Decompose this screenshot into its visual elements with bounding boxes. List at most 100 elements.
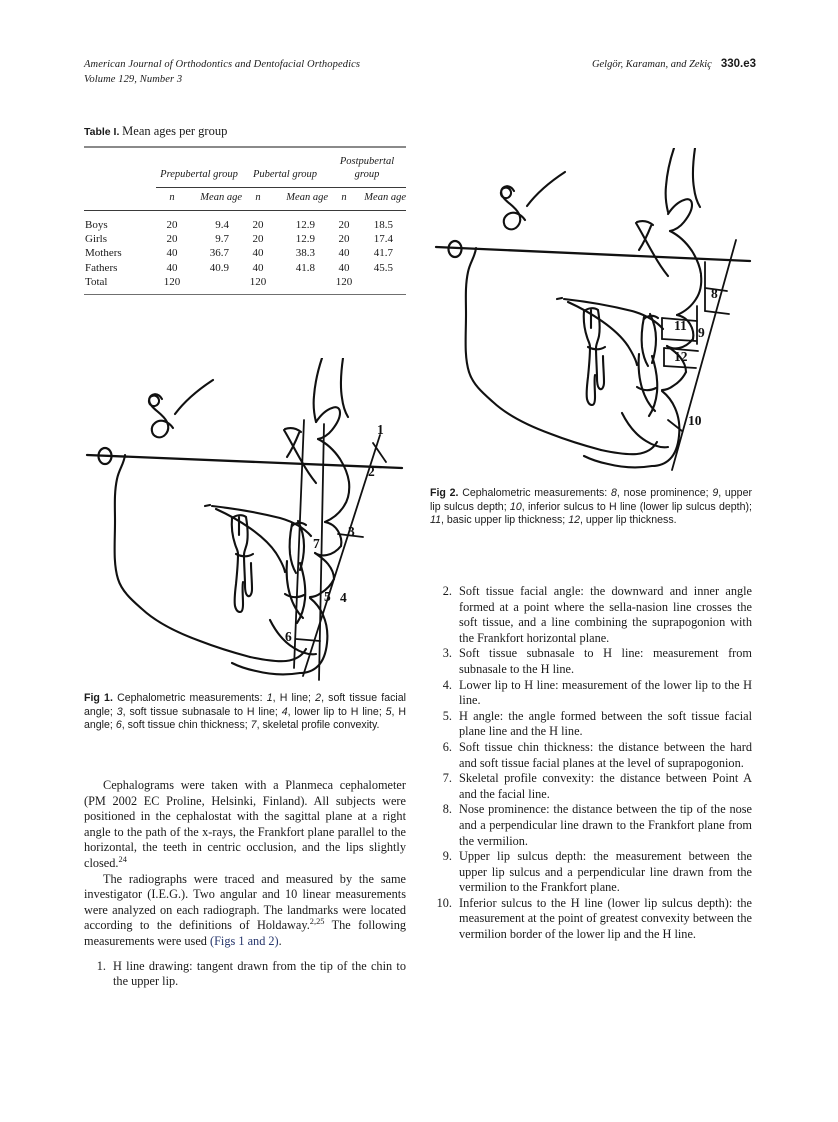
cell: 40.9 <box>209 261 229 274</box>
table-bottom-rule <box>84 289 406 295</box>
list-item-text: Upper lip sulcus depth: the measurement … <box>459 849 752 895</box>
fig1-marker-7: 7 <box>313 536 320 551</box>
subheader-meanage-1: Mean age <box>200 192 242 203</box>
figure-2-image: 8 9 10 11 12 <box>424 148 764 478</box>
table-subheader-row: n Mean age n Mean age n Mean age <box>84 188 406 208</box>
list-item-number: 4. <box>442 677 452 692</box>
table-spacer <box>84 210 406 218</box>
figure-2-label: Fig 2. <box>430 487 459 499</box>
fig1-marker-4: 4 <box>340 590 347 605</box>
fig2-marker-8: 8 <box>711 286 718 301</box>
fig1-marker-1: 1 <box>377 422 384 437</box>
list-item-text: H angle: the angle formed between the so… <box>459 708 752 739</box>
row-label: Girls <box>85 232 107 245</box>
figure-cross-reference-link[interactable]: (Figs 1 and 2) <box>210 933 279 948</box>
running-head-author-block: Gelgör, Karaman, and Zekiç 330.e3 <box>592 58 756 70</box>
list-item-number: 9. <box>442 849 452 864</box>
table-block: Table I. Mean ages per group Prepubertal… <box>84 124 406 295</box>
subheader-meanage-2: Mean age <box>286 192 328 203</box>
list-item: 10. Inferior sulcus to the H line (lower… <box>430 896 752 943</box>
cell: 9.4 <box>215 218 229 231</box>
list-item-number: 10. <box>436 895 452 910</box>
paragraph-radiographs-end: . <box>278 933 282 948</box>
cell: 40 <box>166 247 178 260</box>
table-label: Table I. <box>84 126 120 138</box>
list-item-text: Nose prominence: the distance between th… <box>459 802 752 848</box>
list-item-text: Skeletal profile convexity: the distance… <box>459 771 752 801</box>
cell: 36.7 <box>209 247 229 260</box>
list-item: 6. Soft tissue chin thickness: the dista… <box>430 740 752 771</box>
citation-24: 24 <box>118 854 127 864</box>
cell: 120 <box>163 276 181 289</box>
subheader-meanage-3: Mean age <box>364 192 406 203</box>
author-list: Gelgör, Karaman, and Zekiç <box>591 59 712 70</box>
cell: 120 <box>249 276 267 289</box>
cell: 40 <box>252 261 264 274</box>
measurement-list-right: 2. Soft tissue facial angle: the downwar… <box>430 584 752 943</box>
list-item-text: Inferior sulcus to the H line (lower lip… <box>459 895 752 942</box>
cell: 9.7 <box>215 232 229 245</box>
list-item: 7. Skeletal profile convexity: the dista… <box>430 771 752 802</box>
cell: 20 <box>252 232 264 245</box>
cell <box>360 275 406 289</box>
cell: 20 <box>338 218 350 231</box>
group-rule-1 <box>156 183 242 188</box>
fig2-marker-11: 11 <box>674 318 687 333</box>
list-item-number: 7. <box>442 771 452 786</box>
list-item: 4. Lower lip to H line: measurement of t… <box>430 678 752 709</box>
paragraph-radiographs-text-a: The radiographs were traced and measured… <box>84 871 406 933</box>
list-item: 8. Nose prominence: the distance between… <box>430 802 752 849</box>
table-title: Mean ages per group <box>122 124 228 138</box>
list-item-text: H line drawing: tangent drawn from the t… <box>113 958 406 989</box>
cell: 40 <box>252 247 264 260</box>
group-rule-2 <box>242 183 328 188</box>
table-row: Girls 20 9.7 20 12.9 20 17.4 <box>84 232 406 246</box>
paragraph-cephalograms: Cephalograms were taken with a Planmeca … <box>84 778 406 872</box>
list-item: 3. Soft tissue subnasale to H line: meas… <box>430 646 752 677</box>
cell: 20 <box>166 218 178 231</box>
figure-1-caption-text: Cephalometric measurements: 1, H line; 2… <box>84 692 407 732</box>
list-item-number: 1. <box>96 958 106 973</box>
cell: 20 <box>166 232 178 245</box>
list-item-number: 6. <box>442 739 452 754</box>
table-row: Mothers 40 36.7 40 38.3 40 41.7 <box>84 246 406 260</box>
table-row: Boys 20 9.4 20 12.9 20 18.5 <box>84 218 406 232</box>
subheader-n-2: n <box>255 192 261 203</box>
subheader-n-3: n <box>341 192 347 203</box>
list-item-text: Soft tissue chin thickness: the distance… <box>459 739 752 770</box>
row-label: Total <box>85 276 108 289</box>
group-rule-3 <box>328 183 406 188</box>
table-group-rules <box>84 183 406 188</box>
cell: 40 <box>166 261 178 274</box>
cell <box>188 275 242 289</box>
figure-2-caption-text: Cephalometric measurements: 8, nose prom… <box>430 487 752 527</box>
list-item-text: Lower lip to H line: measurement of the … <box>459 677 752 708</box>
fig1-marker-6: 6 <box>285 629 292 644</box>
figure-2-caption: Fig 2. Cephalometric measurements: 8, no… <box>430 487 752 528</box>
table-caption: Table I. Mean ages per group <box>84 124 406 139</box>
volume-issue: Volume 129, Number 3 <box>84 73 183 85</box>
cell: 12.9 <box>295 218 315 231</box>
mean-ages-table: Prepubertal group Pubertal group Postpub… <box>84 146 406 295</box>
cell: 20 <box>338 232 350 245</box>
list-item-text: Soft tissue subnasale to H line: measure… <box>459 646 752 676</box>
table-row: Fathers 40 40.9 40 41.8 40 45.5 <box>84 261 406 275</box>
table-top-rule <box>84 146 406 151</box>
figure-1-image: 1 2 3 4 5 6 7 <box>80 358 420 688</box>
table-group-header-row: Prepubertal group Pubertal group Postpub… <box>84 151 406 183</box>
fig1-marker-5: 5 <box>324 589 331 604</box>
paragraph-radiographs: The radiographs were traced and measured… <box>84 872 406 950</box>
fig2-marker-9: 9 <box>698 325 705 340</box>
fig1-marker-3: 3 <box>348 524 355 539</box>
figure-1-label: Fig 1. <box>84 692 113 704</box>
running-head: American Journal of Orthodontics and Den… <box>84 58 756 87</box>
list-item-text: Soft tissue facial angle: the downward a… <box>459 584 752 645</box>
cell: 120 <box>335 276 353 289</box>
list-item: 2. Soft tissue facial angle: the downwar… <box>430 584 752 646</box>
right-column: 2. Soft tissue facial angle: the downwar… <box>430 583 752 943</box>
journal-title: American Journal of Orthodontics and Den… <box>84 59 361 70</box>
page-number: 330.e3 <box>720 58 756 70</box>
cell: 38.3 <box>295 247 315 260</box>
group-header-pubertal: Pubertal group <box>252 168 318 180</box>
